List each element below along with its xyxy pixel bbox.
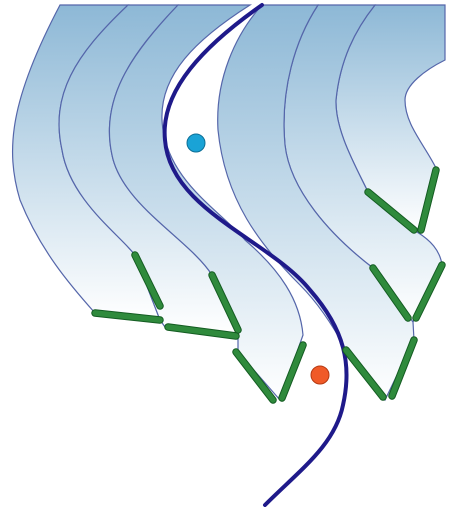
green-rod bbox=[370, 265, 411, 321]
green-rod bbox=[165, 324, 239, 339]
right-lobe-group bbox=[217, 4, 446, 402]
blue-dot-icon bbox=[186, 133, 206, 153]
rod-group bbox=[91, 166, 446, 404]
green-rod bbox=[389, 337, 417, 399]
green-rod bbox=[132, 252, 163, 309]
boundary-curve bbox=[162, 3, 349, 507]
green-rod bbox=[209, 272, 241, 333]
left-lobe-3 bbox=[108, 4, 304, 402]
green-rod bbox=[413, 262, 445, 321]
green-rod bbox=[279, 342, 306, 401]
green-rod bbox=[365, 189, 417, 233]
green-rod bbox=[233, 349, 276, 403]
green-rod bbox=[343, 347, 386, 400]
green-rod bbox=[92, 310, 163, 323]
orange-dot-icon bbox=[310, 365, 330, 385]
green-rod bbox=[418, 167, 439, 233]
